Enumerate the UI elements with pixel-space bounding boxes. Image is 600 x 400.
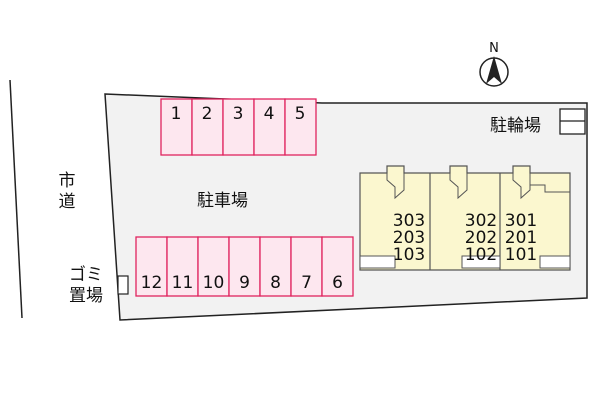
unit-number: 301	[505, 211, 537, 231]
garbage-area-label: ゴミ 置場	[69, 265, 103, 308]
parking-space	[253, 98, 286, 156]
garbage-label-line: 置場	[69, 286, 103, 307]
entrance-strip	[539, 255, 571, 269]
compass-north-label: N	[489, 41, 499, 56]
garbage-label-line: ゴミ	[69, 265, 103, 285]
unit-number: 302	[465, 211, 497, 231]
parking-space	[321, 236, 354, 297]
parking-space-number: 12	[141, 273, 163, 293]
parking-lot-label: 駐車場	[197, 191, 248, 211]
unit-number: 203	[393, 228, 425, 248]
parking-space-number: 5	[295, 104, 306, 124]
unit-number: 101	[505, 245, 537, 265]
parking-space-number: 7	[301, 273, 312, 293]
parking-row-bottom: 12 11 10 9 8 7 6	[135, 236, 354, 297]
parking-space-number: 3	[233, 104, 244, 124]
road-label-char: 道	[58, 192, 76, 213]
entrance-strip	[461, 255, 501, 269]
parking-space	[191, 98, 224, 156]
unit-number: 202	[465, 228, 497, 248]
parking-space-number: 4	[264, 104, 275, 124]
parking-space-number: 6	[332, 273, 343, 293]
unit-number: 303	[393, 211, 425, 231]
unit-number: 103	[393, 245, 425, 265]
parking-space-number: 8	[270, 273, 281, 293]
building-notch-detail	[449, 173, 468, 200]
unit-number: 102	[465, 245, 497, 265]
entrance-strip	[359, 255, 396, 269]
bicycle-parking-label: 駐輪場	[490, 116, 541, 136]
parking-space	[135, 236, 168, 297]
parking-space	[284, 98, 317, 156]
building-notch-detail	[386, 173, 405, 200]
building-notch-detail	[530, 184, 570, 193]
parking-space-number: 1	[171, 104, 182, 124]
road-label: 市 道	[57, 171, 77, 214]
parking-space-number: 11	[172, 273, 194, 293]
road-label-char: 市	[58, 171, 76, 191]
building-notch-detail	[512, 173, 531, 200]
parking-space	[197, 236, 230, 297]
garbage-area-box	[117, 275, 129, 295]
parking-space	[259, 236, 292, 297]
apartment-building: 303 203 103 302 202 102 301 201 101	[359, 165, 571, 271]
road-edge-line	[9, 79, 23, 319]
parking-row-top: 1 2 3 4 5	[160, 98, 317, 156]
parking-space-number: 9	[239, 273, 250, 293]
parking-space-number: 2	[202, 104, 213, 124]
unit-number: 201	[505, 228, 537, 248]
parking-space-number: 10	[203, 273, 225, 293]
north-compass: N	[479, 41, 509, 87]
compass-needle	[486, 56, 502, 84]
